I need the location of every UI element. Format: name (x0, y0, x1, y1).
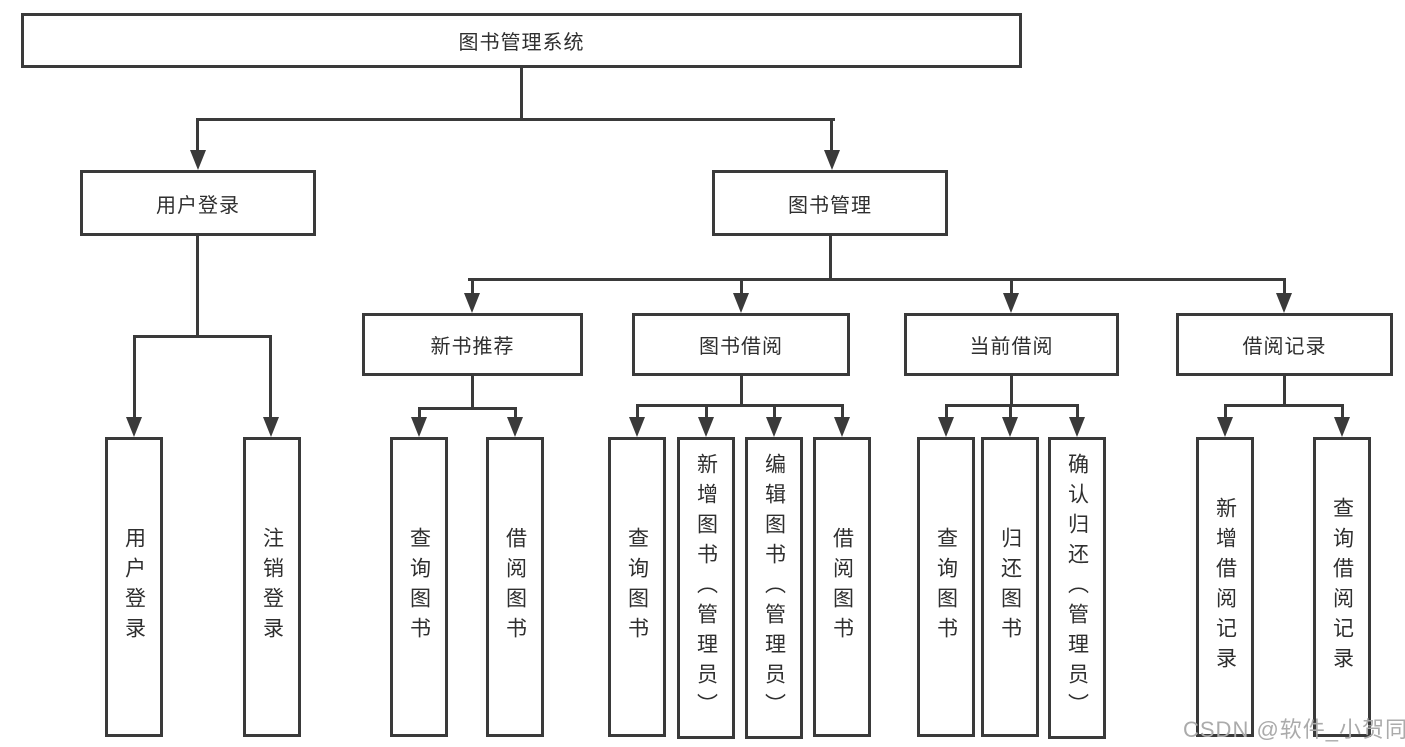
leaf-logout: 注销登录 (243, 437, 301, 737)
node-new-book-recommend: 新书推荐 (362, 313, 583, 376)
connector-line (841, 404, 844, 417)
node-current-borrow: 当前借阅 (904, 313, 1119, 376)
node-borrow-record-label: 借阅记录 (1242, 336, 1327, 358)
connector-line (636, 404, 639, 417)
leaf-record-add: 新增借阅记录 (1196, 437, 1254, 737)
connector-line (471, 278, 474, 293)
arrow-down-icon (766, 417, 782, 437)
leaf-newbook-query: 查询图书 (390, 437, 448, 737)
arrow-down-icon (834, 417, 850, 437)
leaf-borrow-query-label: 查询图书 (625, 527, 649, 647)
node-book-borrow: 图书借阅 (632, 313, 850, 376)
connector-line (1283, 376, 1286, 407)
connector-line (1009, 404, 1012, 417)
connector-line (1010, 278, 1013, 293)
leaf-borrow-edit-label: 编辑图书（管理员） (762, 453, 786, 723)
node-user-login-label: 用户登录 (156, 194, 240, 217)
arrow-down-icon (1276, 293, 1292, 313)
connector-line (514, 407, 517, 417)
arrow-down-icon (733, 293, 749, 313)
connector-line (269, 335, 272, 417)
connector-line (196, 118, 835, 121)
node-borrow-record: 借阅记录 (1176, 313, 1393, 376)
watermark: CSDN @软件_小贺同学 (1183, 717, 1405, 742)
leaf-current-query: 查询图书 (917, 437, 975, 737)
node-root: 图书管理系统 (21, 13, 1022, 68)
arrow-down-icon (1217, 417, 1233, 437)
leaf-record-query: 查询借阅记录 (1313, 437, 1371, 737)
leaf-borrow-add-label: 新增图书（管理员） (694, 453, 718, 723)
connector-line (418, 407, 517, 410)
arrow-down-icon (190, 150, 206, 170)
leaf-borrow-edit: 编辑图书（管理员） (745, 437, 803, 739)
connector-line (1076, 404, 1079, 417)
connector-line (830, 118, 833, 152)
connector-line (418, 407, 421, 417)
leaf-borrow-query: 查询图书 (608, 437, 666, 737)
connector-line (1224, 404, 1227, 417)
arrow-down-icon (629, 417, 645, 437)
leaf-borrow-add: 新增图书（管理员） (677, 437, 735, 739)
connector-line (196, 118, 199, 152)
connector-line (773, 404, 776, 417)
node-book-management-label: 图书管理 (788, 194, 872, 217)
node-current-borrow-label: 当前借阅 (969, 336, 1054, 358)
connector-line (196, 236, 199, 338)
leaf-current-return: 归还图书 (981, 437, 1039, 737)
connector-line (829, 236, 832, 281)
connector-line (520, 68, 523, 120)
node-new-book-recommend-label: 新书推荐 (430, 336, 515, 358)
leaf-newbook-borrow-label: 借阅图书 (503, 527, 527, 647)
connector-line (1010, 376, 1013, 407)
connector-line (740, 376, 743, 407)
arrow-down-icon (411, 417, 427, 437)
node-book-management: 图书管理 (712, 170, 948, 236)
leaf-current-query-label: 查询图书 (934, 527, 958, 647)
connector-line (705, 404, 708, 417)
arrow-down-icon (1003, 293, 1019, 313)
connector-line (133, 335, 136, 417)
connector-line (471, 376, 474, 410)
arrow-down-icon (126, 417, 142, 437)
leaf-current-return-label: 归还图书 (998, 527, 1022, 647)
arrow-down-icon (1334, 417, 1350, 437)
leaf-current-confirm: 确认归还（管理员） (1048, 437, 1106, 739)
leaf-borrow-book-label: 借阅图书 (830, 527, 854, 647)
connector-line (1283, 278, 1286, 293)
arrow-down-icon (698, 417, 714, 437)
connector-line (636, 404, 844, 407)
arrow-down-icon (824, 150, 840, 170)
arrow-down-icon (938, 417, 954, 437)
node-root-label: 图书管理系统 (458, 32, 585, 54)
connector-line (468, 278, 1286, 281)
leaf-logout-label: 注销登录 (260, 527, 284, 647)
leaf-record-query-label: 查询借阅记录 (1330, 497, 1354, 677)
arrow-down-icon (507, 417, 523, 437)
arrow-down-icon (1002, 417, 1018, 437)
arrow-down-icon (263, 417, 279, 437)
leaf-current-confirm-label: 确认归还（管理员） (1065, 453, 1089, 723)
arrow-down-icon (1069, 417, 1085, 437)
connector-line (740, 278, 743, 293)
leaf-newbook-borrow: 借阅图书 (486, 437, 544, 737)
connector-line (945, 404, 948, 417)
node-user-login: 用户登录 (80, 170, 316, 236)
leaf-record-add-label: 新增借阅记录 (1213, 497, 1237, 677)
leaf-newbook-query-label: 查询图书 (407, 527, 431, 647)
connector-line (1341, 404, 1344, 417)
arrow-down-icon (464, 293, 480, 313)
leaf-borrow-book: 借阅图书 (813, 437, 871, 737)
connector-line (1224, 404, 1344, 407)
leaf-user-login: 用户登录 (105, 437, 163, 737)
leaf-user-login-label: 用户登录 (122, 527, 146, 647)
node-book-borrow-label: 图书借阅 (699, 336, 783, 358)
connector-line (945, 404, 1079, 407)
connector-line (133, 335, 272, 338)
